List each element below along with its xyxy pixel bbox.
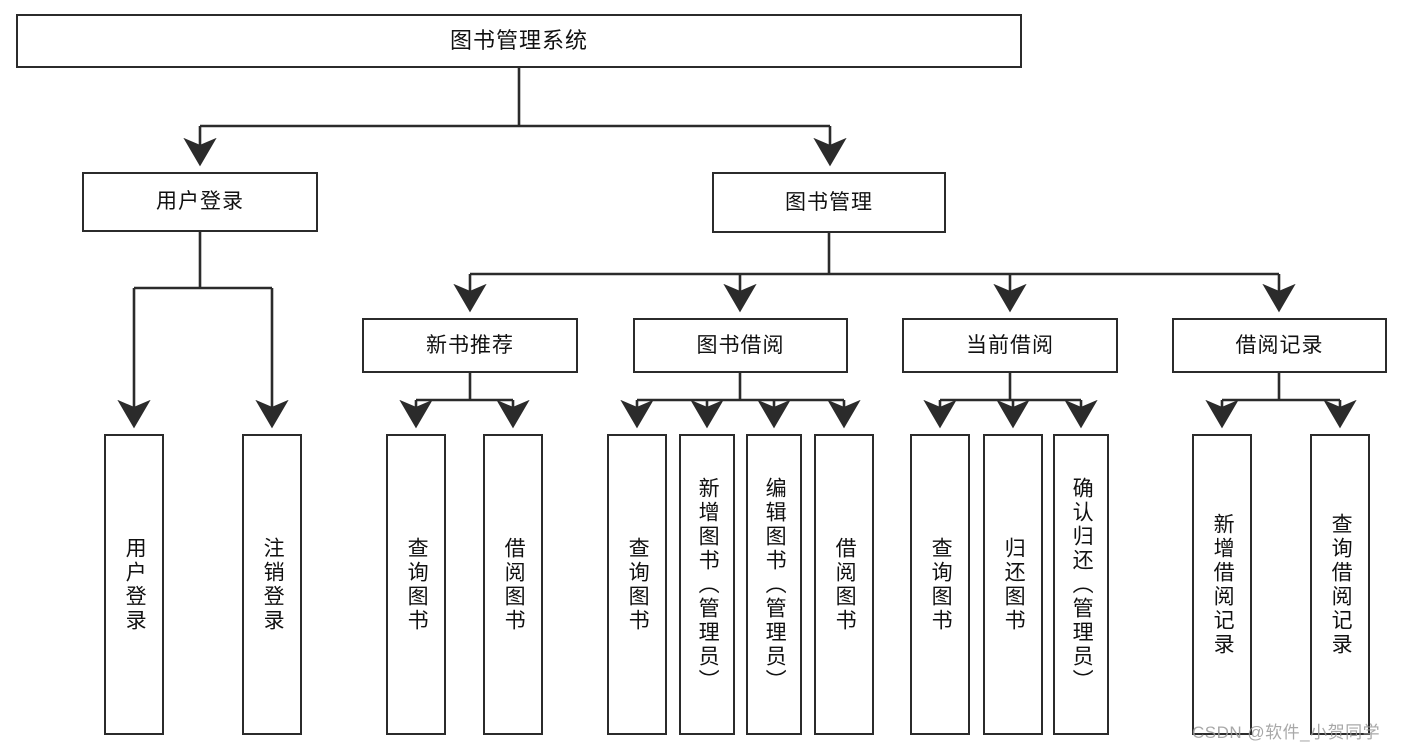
leaf-query-book-1[interactable]: 查询图书 (386, 434, 446, 735)
leaf-edit-book-admin[interactable]: 编辑图书（管理员） (746, 434, 802, 735)
leaf-user-login[interactable]: 用户登录 (104, 434, 164, 735)
leaf-add-book-admin[interactable]: 新增图书（管理员） (679, 434, 735, 735)
leaf-logout-login[interactable]: 注销登录 (242, 434, 302, 735)
leaf-query-book-3[interactable]: 查询图书 (910, 434, 970, 735)
node-new-book-recommend[interactable]: 新书推荐 (362, 318, 578, 373)
leaf-borrow-book-1[interactable]: 借阅图书 (483, 434, 543, 735)
leaf-query-borrow-record[interactable]: 查询借阅记录 (1310, 434, 1370, 735)
node-root[interactable]: 图书管理系统 (16, 14, 1022, 68)
node-book-manage[interactable]: 图书管理 (712, 172, 946, 233)
leaf-return-book[interactable]: 归还图书 (983, 434, 1043, 735)
node-borrow-record[interactable]: 借阅记录 (1172, 318, 1387, 373)
leaf-borrow-book-2[interactable]: 借阅图书 (814, 434, 874, 735)
node-current-borrow[interactable]: 当前借阅 (902, 318, 1118, 373)
leaf-confirm-return-admin[interactable]: 确认归还（管理员） (1053, 434, 1109, 735)
node-book-borrow[interactable]: 图书借阅 (633, 318, 848, 373)
node-user-login[interactable]: 用户登录 (82, 172, 318, 232)
leaf-add-borrow-record[interactable]: 新增借阅记录 (1192, 434, 1252, 735)
watermark-text: CSDN @软件_小贺同学 (1192, 723, 1381, 742)
leaf-query-book-2[interactable]: 查询图书 (607, 434, 667, 735)
